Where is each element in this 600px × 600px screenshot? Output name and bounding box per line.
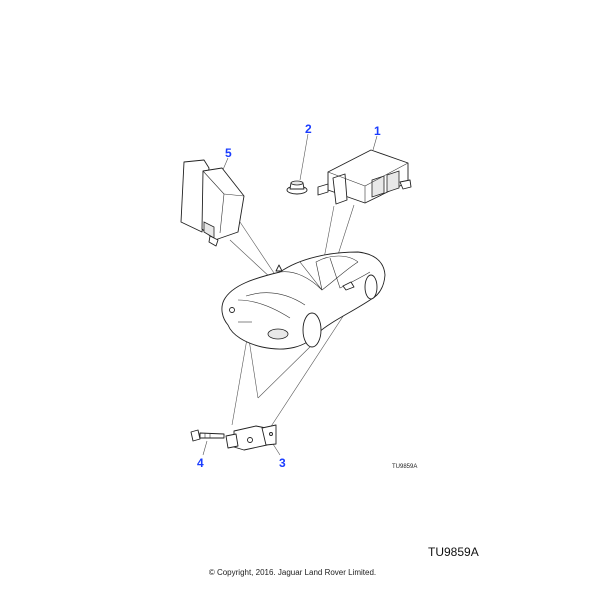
bolt-part-4	[190, 429, 225, 442]
callout-3: 3	[279, 456, 286, 470]
callout-5: 5	[225, 146, 232, 160]
illustration-reference: TU9859A	[428, 545, 479, 559]
copyright-notice: © Copyright, 2016. Jaguar Land Rover Lim…	[208, 568, 377, 577]
control-module-part-1	[317, 149, 412, 205]
illustration-reference-small: TU9859A	[392, 464, 417, 470]
nut-part-2	[286, 180, 308, 195]
callout-4: 4	[197, 456, 204, 470]
module-part-5	[180, 159, 245, 247]
car-illustration	[221, 251, 386, 350]
callout-2: 2	[305, 122, 312, 136]
sensor-part-3	[225, 424, 277, 451]
leader-lines	[202, 133, 378, 456]
callout-1: 1	[374, 124, 381, 138]
